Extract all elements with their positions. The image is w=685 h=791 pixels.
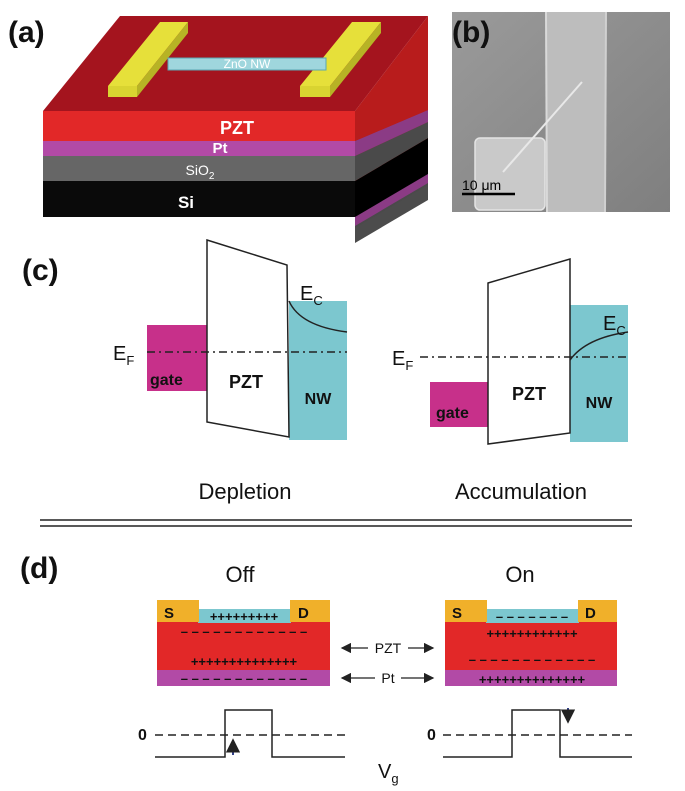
nw-band-left: [289, 301, 347, 440]
off-source-contact: [157, 600, 199, 622]
off-pzt-top-charges: – – – – – – – – – – – –: [181, 624, 308, 639]
off-pzt-bottom-charges: ++++++++++++++: [191, 654, 298, 669]
gate-band-left: [147, 325, 209, 391]
pzt-label-left: PZT: [229, 372, 263, 392]
si-front: [43, 181, 355, 217]
nw-label-right: NW: [586, 395, 614, 412]
pzt-label-right: PZT: [512, 384, 546, 404]
pt-front: [43, 141, 355, 156]
on-pzt-layer: [445, 622, 617, 670]
ec-curve-left: [288, 300, 348, 333]
vg-label: Vg: [378, 761, 399, 786]
nanowire-label: ZnO NW: [224, 57, 271, 71]
panel-b-label: (b): [452, 16, 490, 49]
on-pt-charges: ++++++++++++++: [479, 672, 586, 687]
pzt-front: [43, 111, 355, 141]
ec-label-left: EC: [300, 283, 323, 308]
off-title: Off: [226, 562, 256, 587]
off-pt-layer: [157, 670, 330, 686]
off-pzt-layer: [157, 622, 330, 670]
ef-label-right: EF: [392, 348, 413, 373]
sio2-layer-label: SiO2: [186, 162, 215, 182]
pzt-layer-label: PZT: [220, 118, 254, 138]
off-pt-charges: – – – – – – – – – – – –: [181, 671, 308, 686]
on-pzt-bottom-charges: – – – – – – – – – – – –: [469, 652, 596, 667]
off-zero-label: 0: [138, 727, 147, 744]
on-device: S D – – – – – – – ++++++++++++ – – – – –…: [445, 600, 617, 687]
panel-b: 10 μm (b): [452, 11, 670, 213]
left-electrode: [108, 22, 188, 86]
ef-label-left: EF: [113, 343, 134, 368]
on-gate-pulse: [443, 709, 632, 758]
nw-band-right: [570, 305, 628, 442]
panel-c-label: (c): [22, 254, 59, 287]
sem-electrode-strip: [546, 12, 606, 212]
sio2-front: [43, 156, 355, 181]
off-drain-label: D: [298, 605, 309, 622]
panel-d-label: (d): [20, 552, 58, 585]
on-zero-label: 0: [427, 727, 436, 744]
on-nw-charges: – – – – – – –: [496, 609, 568, 624]
sio2-side-b: [355, 185, 428, 243]
pzt-arrow-label: PZT: [375, 640, 402, 656]
sem-scale-label: 10 μm: [462, 177, 501, 193]
on-source-label: S: [452, 605, 462, 622]
panel-d: (d) Off On S D +++++++++ – – – – – – – –…: [20, 552, 632, 786]
panel-a-label: (a): [8, 16, 45, 49]
sem-nanowire: [502, 81, 583, 173]
off-device: S D +++++++++ – – – – – – – – – – – – ++…: [157, 600, 330, 686]
on-pzt-top-charges: ++++++++++++: [486, 626, 578, 641]
zno-nanowire: [167, 57, 327, 71]
gate-label-left: gate: [150, 372, 183, 389]
on-nanowire: [486, 609, 579, 623]
si-layer-label: Si: [178, 193, 194, 212]
panel-c: (c) EF EC gate PZT NW Depletion EF EC ga…: [22, 238, 629, 504]
off-nw-charges: +++++++++: [210, 609, 279, 624]
on-drain-contact: [578, 600, 617, 622]
off-source-label: S: [164, 605, 174, 622]
ec-label-right: EC: [603, 313, 626, 338]
on-title: On: [505, 562, 534, 587]
on-source-contact: [445, 600, 487, 622]
sem-contact-pad: [474, 137, 546, 211]
off-nanowire: [198, 609, 291, 623]
off-drain-contact: [290, 600, 330, 622]
on-pt-layer: [445, 670, 617, 686]
depletion-caption: Depletion: [199, 479, 292, 504]
gate-band-right: [430, 382, 490, 427]
accumulation-caption: Accumulation: [455, 479, 587, 504]
nw-label-left: NW: [305, 391, 333, 408]
pzt-barrier-right: [487, 257, 571, 445]
ec-curve-right: [569, 331, 629, 361]
gate-label-right: gate: [436, 405, 469, 422]
pt-layer-label: Pt: [213, 140, 228, 157]
on-drain-label: D: [585, 605, 596, 622]
pt-side: [355, 172, 428, 227]
panel-a: (a) ZnO NW PZT Pt: [8, 16, 428, 243]
pzt-barrier-left: [206, 238, 290, 438]
off-gate-pulse: [155, 709, 345, 758]
pt-arrow-label: Pt: [381, 670, 394, 686]
